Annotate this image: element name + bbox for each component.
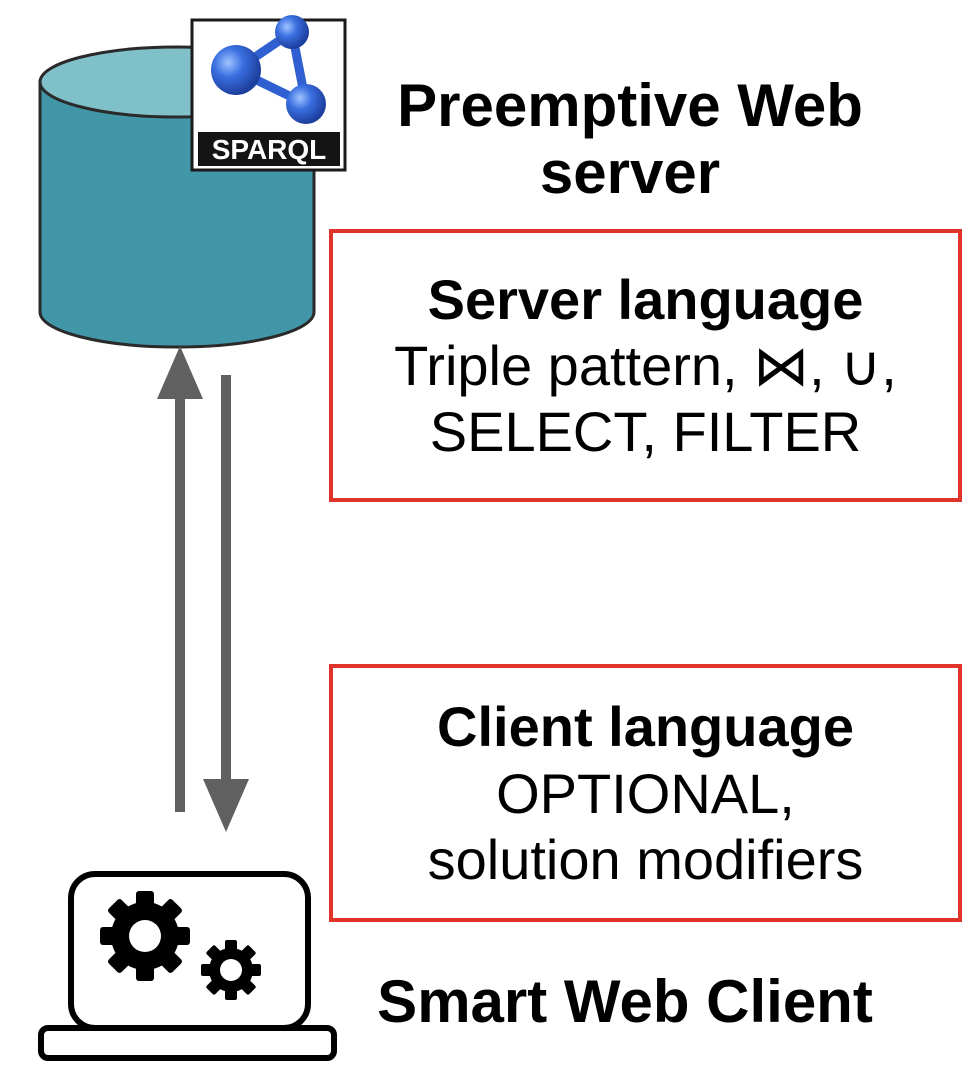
- request-arrow: [157, 346, 203, 812]
- response-arrow: [203, 375, 249, 832]
- server-title-line2: server: [539, 139, 721, 207]
- server-language-heading: Server language: [427, 267, 864, 331]
- server-title-line1: Preemptive Web: [397, 72, 863, 139]
- client-language-heading: Client language: [437, 695, 854, 759]
- client-language-line2: solution modifiers: [427, 827, 864, 891]
- server-language-line2: SELECT, FILTER: [429, 400, 862, 464]
- sparql-logo-icon: SPARQL: [190, 15, 347, 172]
- server-language-box: Server language Triple pattern, ⋈, ∪, SE…: [329, 229, 962, 502]
- server-title: Preemptive Web server: [360, 72, 900, 206]
- client-language-line1: OPTIONAL,: [496, 761, 795, 825]
- gears-icon: [100, 891, 261, 1000]
- client-title: Smart Web Client: [377, 968, 873, 1035]
- client-language-box: Client language OPTIONAL, solution modif…: [329, 664, 962, 922]
- server-language-line1: Triple pattern, ⋈, ∪,: [394, 334, 897, 398]
- laptop-icon: [38, 871, 337, 1061]
- sparql-logo-text: SPARQL: [212, 134, 327, 165]
